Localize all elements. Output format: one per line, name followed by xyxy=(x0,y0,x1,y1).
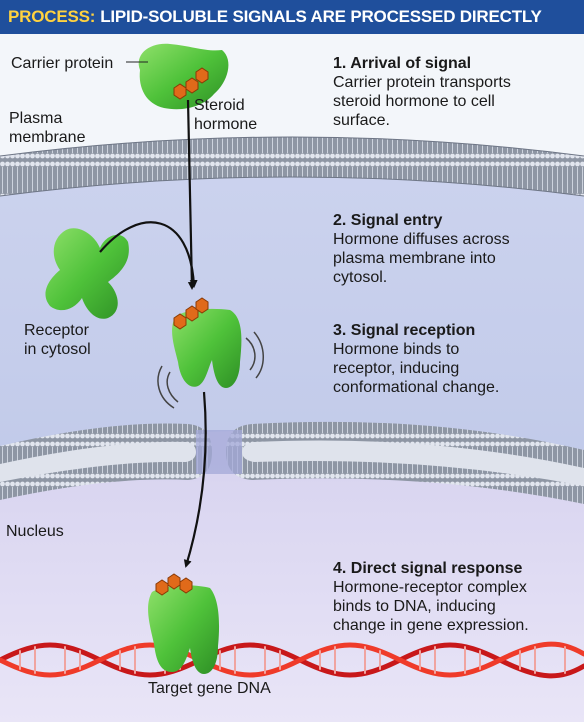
receptor-bound xyxy=(172,308,242,388)
step-1: 1. Arrival of signal Carrier protein tra… xyxy=(333,54,573,130)
step-4-text: Hormone-receptor complex binds to DNA, i… xyxy=(333,579,529,634)
receptor-in-cytosol-label: Receptor in cytosol xyxy=(24,322,91,358)
step-3: 3. Signal reception Hormone binds to rec… xyxy=(333,321,573,397)
steroid-hormone-molecule xyxy=(173,67,209,100)
complex-hormone-molecule xyxy=(155,573,193,596)
hormone-receptor-complex xyxy=(148,585,220,674)
steroid-hormone-label: Steroid hormone xyxy=(194,97,258,133)
carrier-protein xyxy=(138,43,229,110)
step-3-title: 3. Signal reception xyxy=(333,322,476,339)
step-1-title: 1. Arrival of signal xyxy=(333,55,472,72)
target-gene-dna-label: Target gene DNA xyxy=(148,680,271,697)
conformational-motion-lines xyxy=(157,331,264,409)
step-1-text: Carrier protein transports steroid hormo… xyxy=(333,74,511,129)
header-title: LIPID-SOLUBLE SIGNALS ARE PROCESSED DIRE… xyxy=(100,7,542,26)
carrier-protein-label: Carrier protein xyxy=(11,55,114,72)
step-3-text: Hormone binds to receptor, inducing conf… xyxy=(333,341,500,396)
bound-hormone-molecule xyxy=(173,297,209,330)
header-keyword: PROCESS: xyxy=(8,7,96,26)
nucleus-region xyxy=(0,430,584,722)
step-4-title: 4. Direct signal response xyxy=(333,560,523,577)
figure-header: PROCESS: LIPID-SOLUBLE SIGNALS ARE PROCE… xyxy=(0,0,584,34)
nucleus-label: Nucleus xyxy=(6,523,64,540)
cell-illustration xyxy=(0,43,584,722)
arrow-hormone-entry xyxy=(186,99,196,290)
step-2: 2. Signal entry Hormone diffuses across … xyxy=(333,211,573,287)
step-2-title: 2. Signal entry xyxy=(333,212,443,229)
arrow-into-nucleus xyxy=(183,391,207,568)
nuclear-pore xyxy=(196,430,242,474)
receptor-in-cytosol xyxy=(45,228,129,319)
plasma-membrane-label: Plasma membrane xyxy=(9,110,86,146)
step-2-text: Hormone diffuses across plasma membrane … xyxy=(333,231,510,286)
step-4: 4. Direct signal response Hormone-recept… xyxy=(333,559,573,635)
